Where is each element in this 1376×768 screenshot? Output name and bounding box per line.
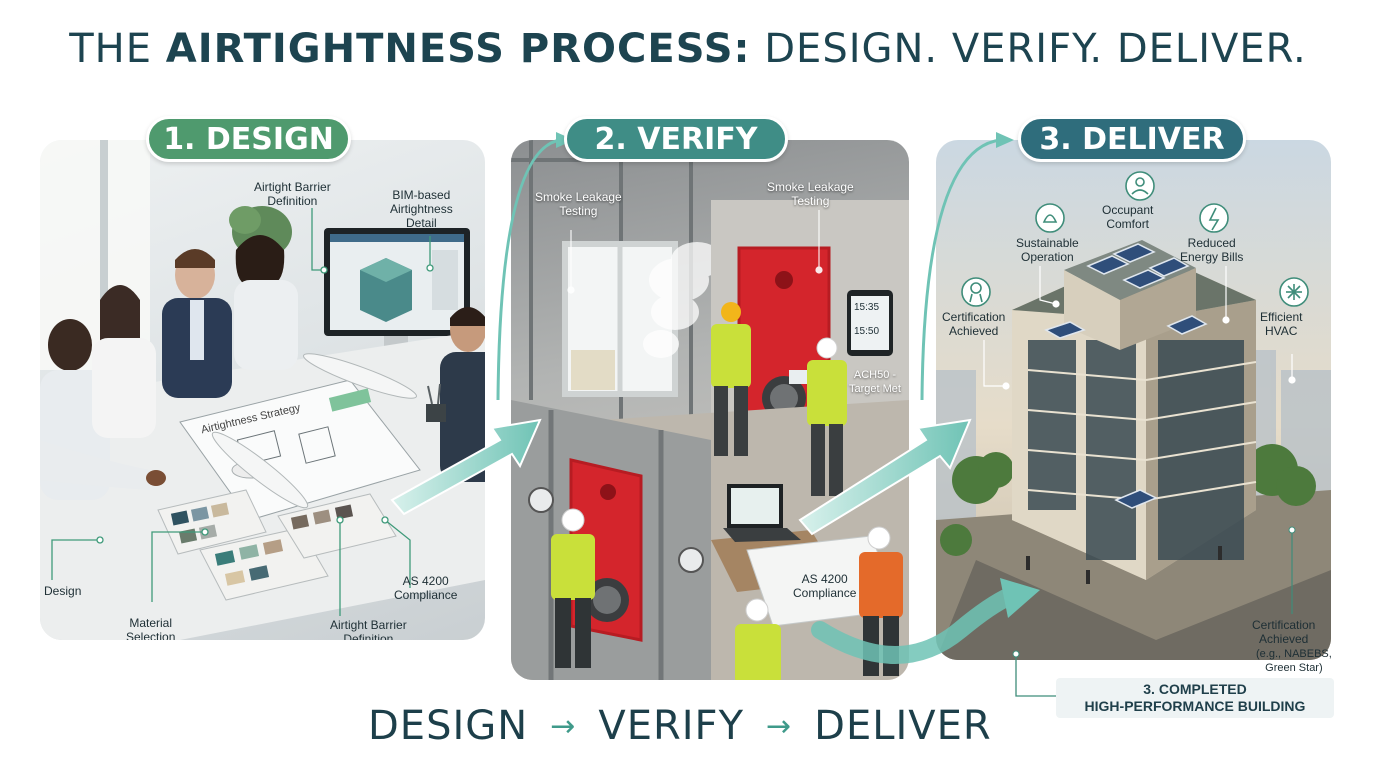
arrow-verify-to-deliver: [798, 418, 972, 536]
label-bim-detail: BIM-based Airtightness Detail: [390, 188, 453, 230]
arrow-bottom-sweep: [811, 578, 1040, 664]
verify-scene-illustration: [511, 140, 909, 680]
solar-panels: [1044, 243, 1208, 509]
tablet-time-1: 15:35: [854, 302, 880, 313]
monitor-icon: [324, 228, 470, 362]
label-certification-top: Certification Achieved: [942, 310, 1006, 338]
worker-front-left: [551, 508, 595, 668]
label-ach50: ACH50 - Target Met: [849, 369, 901, 395]
worker-left-back: [711, 302, 751, 456]
label-certification-note: (e.g., NABEBS, Green Star): [1256, 648, 1332, 674]
design-panel: Airtight Barrier Definition BIM-based Ai…: [40, 140, 485, 640]
label-certification-bottom: Certification Achieved: [1252, 618, 1316, 646]
label-as4200-verify: AS 4200 Compliance: [793, 572, 857, 600]
flow-arrow-icon: →: [550, 708, 577, 744]
title-prefix: THE: [69, 26, 166, 72]
reduced-energy-icon: [1199, 203, 1229, 233]
completed-building-callout: 3. COMPLETED HIGH-PERFORMANCE BUILDING: [1056, 678, 1334, 718]
bottom-process-flow: DESIGN → VERIFY → DELIVER: [368, 700, 1048, 752]
label-smoke-leakage-right: Smoke Leakage Testing: [767, 180, 854, 208]
badge-verify: 2. VERIFY: [564, 116, 788, 162]
label-detail-design: Detail Design: [40, 584, 82, 598]
design-scene-illustration: [40, 140, 485, 640]
title-suffix: DESIGN. VERIFY. DELIVER.: [750, 26, 1307, 72]
label-efficient-hvac: Efficient HVAC: [1260, 310, 1303, 338]
title-bold: AIRTIGHTNESS PROCESS:: [165, 26, 751, 72]
blueprint-sheet: [179, 353, 421, 521]
deliver-panel: Occupant Comfort Sustainable Operation R…: [936, 140, 1331, 660]
label-as4200-design: AS 4200 Compliance: [394, 574, 458, 602]
label-airtight-barrier-top: Airtight Barrier Definition: [254, 180, 331, 208]
flow-arrow-icon: →: [766, 708, 793, 744]
worker-right-back: [789, 337, 847, 496]
flow-step-design: DESIGN: [368, 703, 529, 749]
label-smoke-leakage-left: Smoke Leakage Testing: [535, 190, 622, 218]
certification-icon: [961, 277, 991, 307]
arrow-design-to-verify: [390, 418, 542, 516]
smoke-plume: [643, 242, 723, 358]
pencil-cup-icon: [426, 383, 446, 422]
trees: [940, 444, 1316, 556]
badge-design: 1. DESIGN: [146, 116, 351, 162]
pressure-gauge-icon: [528, 487, 704, 573]
label-material-selection: Material Selection: [126, 616, 176, 640]
page-title: THE AIRTIGHTNESS PROCESS: DESIGN. VERIFY…: [0, 26, 1376, 72]
flow-step-verify: VERIFY: [598, 703, 744, 749]
badge-deliver: 3. DELIVER: [1018, 116, 1246, 162]
flow-step-deliver: DELIVER: [814, 703, 992, 749]
deliver-scene-illustration: [936, 171, 1331, 660]
verify-panel: Smoke Leakage Testing Smoke Leakage Test…: [511, 140, 909, 680]
label-reduced-energy: Reduced Energy Bills: [1180, 236, 1244, 264]
label-sustainable-operation: Sustainable Operation: [1016, 236, 1079, 264]
tablet-device: [847, 290, 893, 356]
label-occupant-comfort: Occupant Comfort: [1102, 203, 1154, 231]
label-airtight-barrier-bottom: Airtight Barrier Definition: [330, 618, 407, 640]
worker-front-center: [735, 598, 781, 680]
sustainable-operation-icon: [1035, 203, 1065, 233]
tablet-time-2: 15:50: [854, 326, 880, 337]
design-team-people: [40, 235, 485, 500]
